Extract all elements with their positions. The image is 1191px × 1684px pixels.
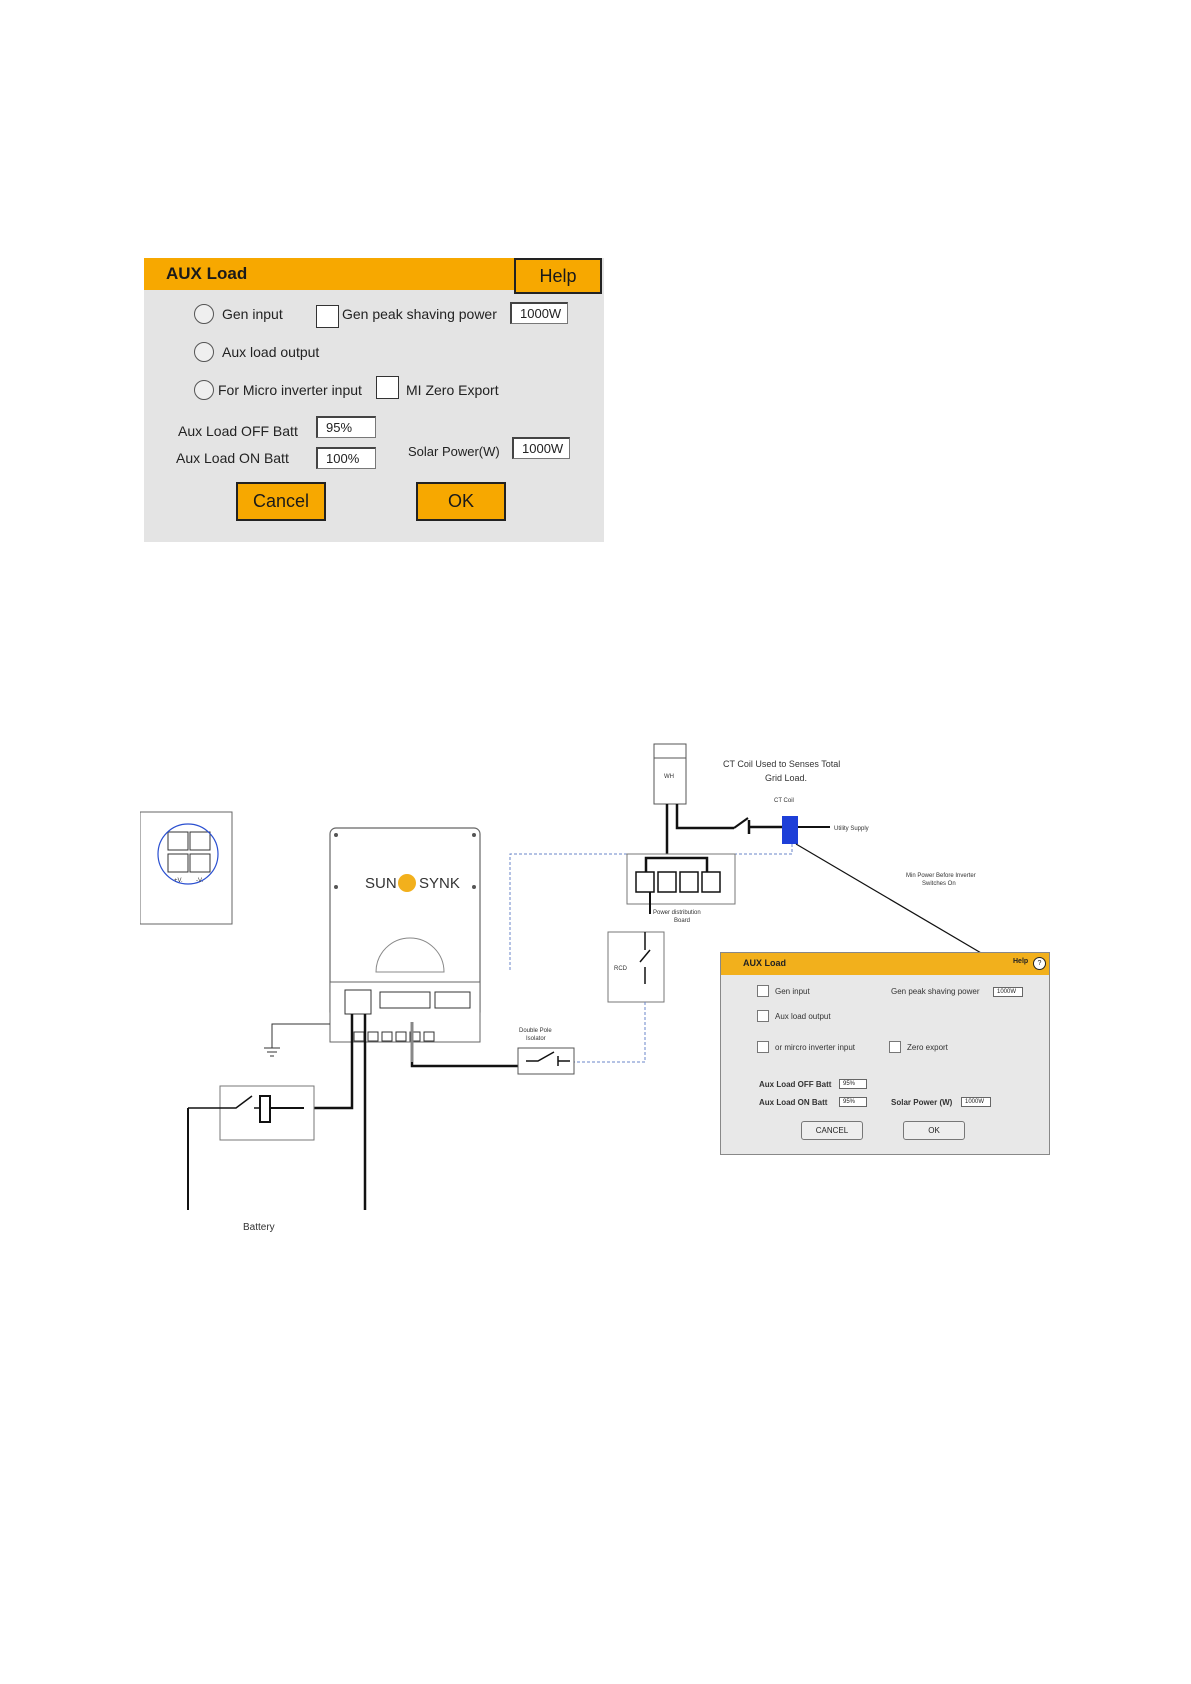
mini-micro-inverter-checkbox[interactable] — [757, 1041, 769, 1053]
aux-load-panel: AUX Load Help Gen input Gen peak shaving… — [144, 258, 604, 542]
rcd-box — [607, 931, 665, 1003]
cancel-button[interactable]: Cancel — [236, 482, 326, 521]
gen-peak-label: Gen peak shaving power — [342, 306, 497, 322]
mini-zero-export-label: Zero export — [907, 1043, 948, 1052]
mi-zero-export-label: MI Zero Export — [406, 382, 499, 398]
mini-header: AUX Load Help ? — [721, 953, 1049, 975]
mi-zero-export-checkbox[interactable] — [376, 376, 399, 399]
mini-gen-input-checkbox[interactable] — [757, 985, 769, 997]
wh-label: WH — [664, 774, 674, 780]
inverter-display-dome — [375, 937, 445, 973]
help-icon[interactable]: ? — [1033, 957, 1046, 970]
min-power-note: Min Power Before Inverter — [906, 873, 976, 879]
busbar — [644, 856, 709, 872]
grid-switch — [733, 817, 749, 829]
min-power-note-2: Switches On — [922, 881, 956, 887]
mini-solar-power-label: Solar Power (W) — [891, 1098, 953, 1107]
gen-input-radio[interactable] — [194, 304, 214, 324]
battery-label: Battery — [243, 1222, 275, 1233]
gen-peak-checkbox[interactable] — [316, 305, 339, 328]
grid-wire — [747, 820, 782, 834]
minus-v-label: -V. — [196, 878, 203, 884]
isolator-switch — [526, 1051, 570, 1066]
rcd-dashed — [574, 1002, 646, 1063]
panel-title: AUX Load — [166, 264, 248, 283]
micro-inverter-label: For Micro inverter input — [218, 382, 362, 398]
ground-icon — [264, 1023, 330, 1057]
mini-aux-output-label: Aux load output — [775, 1012, 831, 1021]
brand-logo-icon — [398, 874, 416, 892]
inverter-terminals — [344, 989, 471, 1042]
mini-aux-load-panel: AUX Load Help ? Gen input Gen peak shavi… — [720, 952, 1050, 1155]
gen-peak-input[interactable]: 1000W — [510, 302, 568, 324]
mini-cancel-button[interactable]: CANCEL — [801, 1121, 863, 1140]
breakers — [635, 871, 721, 893]
mini-solar-power-input[interactable]: 1000W — [961, 1097, 991, 1107]
aux-off-input[interactable]: 95% — [316, 416, 376, 438]
mini-aux-off-label: Aux Load OFF Batt — [759, 1080, 832, 1089]
mini-gen-input-label: Gen input — [775, 987, 810, 996]
aux-load-output-radio[interactable] — [194, 342, 214, 362]
mini-aux-output-checkbox[interactable] — [757, 1010, 769, 1022]
mini-panel-title: AUX Load — [743, 958, 787, 968]
terminal-highlight-circle — [157, 823, 219, 885]
plus-v-label: +V. — [174, 878, 183, 884]
wh-meter-box — [653, 743, 687, 805]
rcd-switch — [639, 932, 651, 984]
aux-on-label: Aux Load ON Batt — [176, 450, 289, 466]
micro-inverter-radio[interactable] — [194, 380, 214, 400]
aux-off-label: Aux Load OFF Batt — [178, 423, 298, 439]
mini-micro-inverter-label: or mircro inverter input — [775, 1043, 856, 1052]
pdb-label-2: Board — [674, 918, 690, 924]
help-button[interactable]: Help — [514, 258, 602, 294]
mini-gen-peak-input[interactable]: 1000W — [993, 987, 1023, 997]
battery-fuse — [259, 1095, 271, 1123]
gen-input-label: Gen input — [222, 306, 283, 322]
brand-synk: SYNK — [419, 875, 460, 892]
ct-note: CT Coil Used to Senses Total — [723, 759, 840, 769]
ct-pointer-line — [795, 843, 1011, 971]
solar-power-input[interactable]: 1000W — [512, 437, 570, 459]
ct-coil-label: CT Coil — [774, 798, 794, 804]
terminal-detail-blocks — [167, 831, 211, 873]
mini-gen-peak-label: Gen peak shaving power — [891, 987, 980, 996]
aux-load-output-label: Aux load output — [222, 344, 320, 360]
ok-button[interactable]: OK — [416, 482, 506, 521]
ct-coil — [782, 816, 798, 844]
mini-aux-off-input[interactable]: 95% — [839, 1079, 867, 1089]
mini-zero-export-checkbox[interactable] — [889, 1041, 901, 1053]
aux-load-header: AUX Load — [144, 258, 514, 290]
utility-label: Utility Supply — [834, 826, 869, 832]
mini-help-label[interactable]: Help — [1013, 958, 1029, 965]
rcd-label: RCD — [614, 966, 628, 972]
pdb-label: Power distribution — [653, 910, 701, 916]
brand-sun: SUN — [365, 875, 397, 892]
solar-power-label: Solar Power(W) — [408, 444, 500, 459]
aux-on-input[interactable]: 100% — [316, 447, 376, 469]
isolator-label-2: Isolator — [526, 1036, 546, 1042]
ct-note-2: Grid Load. — [765, 773, 807, 783]
mini-ok-button[interactable]: OK — [903, 1121, 965, 1140]
battery-cables — [304, 1014, 367, 1210]
wiring-diagram: WH CT Coil Used to Senses Total Grid Loa… — [140, 743, 1011, 1233]
mini-aux-on-label: Aux Load ON Batt — [759, 1098, 828, 1107]
isolator-label: Double Pole — [519, 1028, 552, 1034]
mini-aux-on-input[interactable]: 95% — [839, 1097, 867, 1107]
